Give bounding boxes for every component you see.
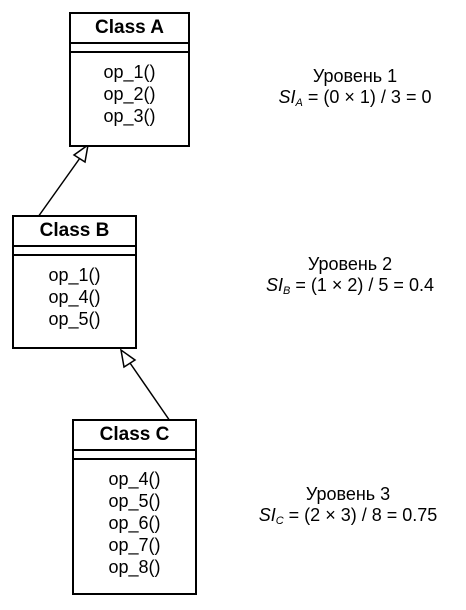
operation: op_5() [48,309,101,329]
class-b-operations: op_1() op_4() op_5() [14,256,135,330]
metric-symbol: SI [258,505,276,525]
class-a-name: Class A [71,14,188,44]
operation: op_4() [48,287,101,307]
class-a-box: Class A op_1() op_2() op_3() [69,12,190,147]
level-1-annotation: Уровень 1 SIA = (0 × 1) / 3 = 0 [250,66,460,111]
level-label: Уровень 1 [312,66,398,86]
class-c-operations: op_4() op_5() op_6() op_7() op_8() [74,460,195,578]
operation: op_1() [48,265,101,285]
class-c-name: Class C [74,421,195,451]
metric-subscript: A [295,97,303,109]
metric-symbol: SI [266,275,284,295]
operation: op_2() [103,84,156,104]
metric-subscript: B [283,285,291,297]
metric-subscript: C [275,515,284,527]
level-label: Уровень 2 [307,254,393,274]
class-c-attributes [74,451,195,460]
metric-symbol: SI [278,87,296,107]
level-formula: SIC = (2 × 3) / 8 = 0.75 [234,505,462,529]
operation: op_6() [108,513,161,533]
class-b-name: Class B [14,217,135,247]
level-formula: SIB = (1 × 2) / 5 = 0.4 [240,275,460,299]
operation: op_1() [103,62,156,82]
operation: op_7() [108,535,161,555]
metric-expression: = (2 × 3) / 8 = 0.75 [283,505,438,525]
operation: op_3() [103,106,156,126]
level-label: Уровень 3 [305,484,391,504]
class-c-box: Class C op_4() op_5() op_6() op_7() op_8… [72,419,197,595]
class-a-operations: op_1() op_2() op_3() [71,53,188,127]
generalization-arrow-b-to-a [37,143,90,218]
class-b-box: Class B op_1() op_4() op_5() [12,215,137,349]
class-b-attributes [14,247,135,256]
level-2-annotation: Уровень 2 SIB = (1 × 2) / 5 = 0.4 [240,254,460,299]
metric-expression: = (1 × 2) / 5 = 0.4 [290,275,434,295]
level-3-annotation: Уровень 3 SIC = (2 × 3) / 8 = 0.75 [234,484,462,529]
class-a-attributes [71,44,188,53]
operation: op_5() [108,491,161,511]
operation: op_4() [108,469,161,489]
metric-expression: = (0 × 1) / 3 = 0 [302,87,432,107]
generalization-arrow-c-to-b [119,348,171,422]
level-formula: SIA = (0 × 1) / 3 = 0 [250,87,460,111]
operation: op_8() [108,557,161,577]
